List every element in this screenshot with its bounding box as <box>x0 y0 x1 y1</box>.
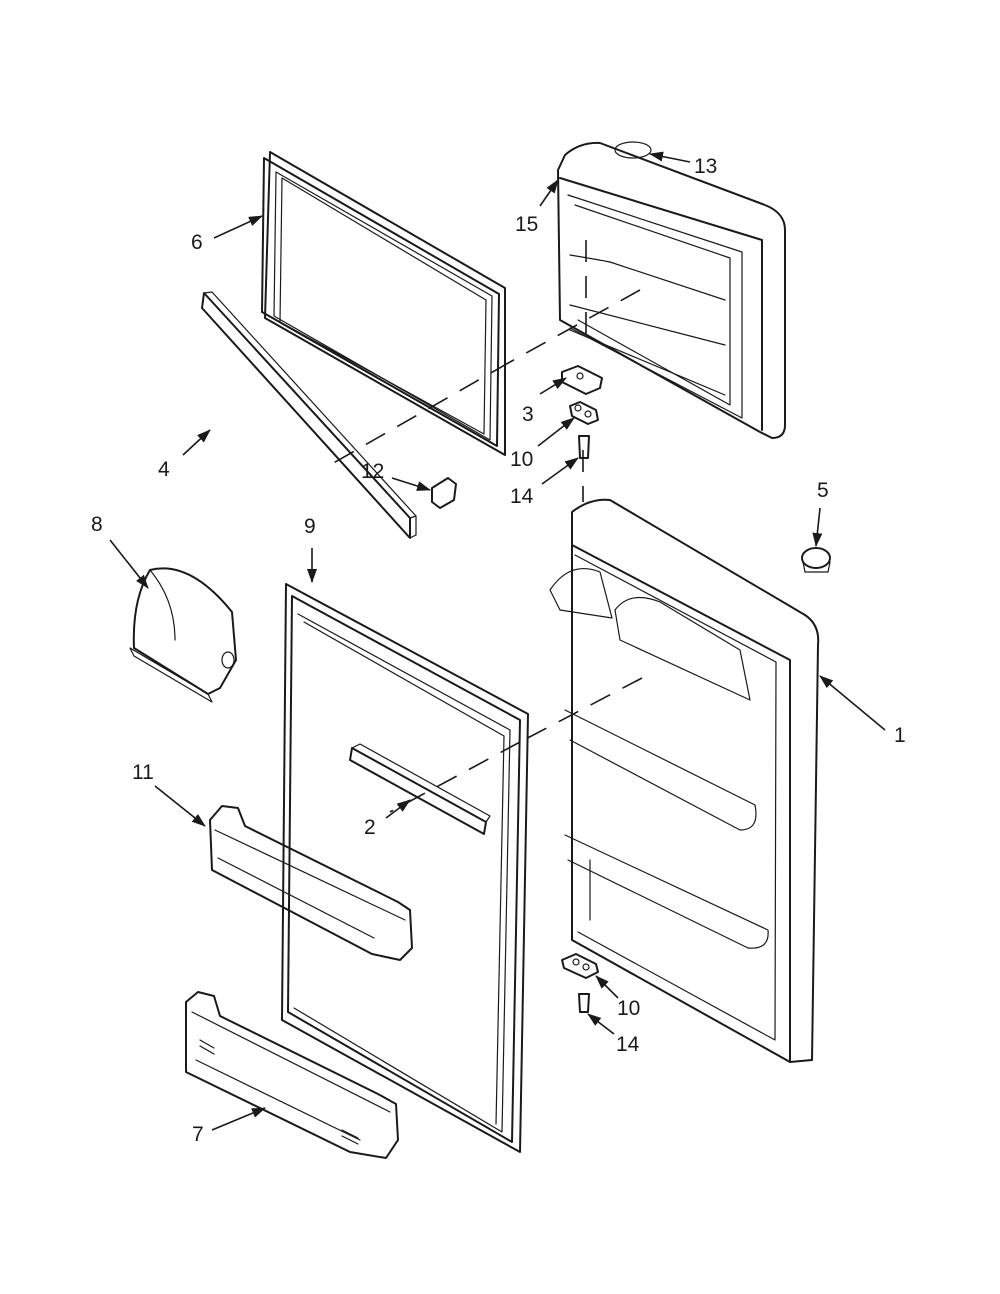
callout-1: 1 <box>894 724 906 747</box>
hinge-plate-part <box>561 365 603 395</box>
fresh-food-gasket-part <box>281 583 529 1153</box>
freezer-gasket-part <box>261 151 506 456</box>
callout-8: 8 <box>91 513 103 536</box>
cap-part <box>801 547 831 573</box>
door-strip-part <box>201 291 417 539</box>
callout-4: 4 <box>158 458 170 481</box>
callout-14-top: 14 <box>510 485 534 508</box>
fresh-food-door-part <box>549 498 820 1063</box>
screw-top-part <box>578 435 590 459</box>
callout-5: 5 <box>817 479 829 502</box>
clip-part <box>431 477 457 509</box>
callout-3: 3 <box>522 403 534 426</box>
callout-10-bottom: 10 <box>617 997 640 1020</box>
callout-15: 15 <box>515 213 538 236</box>
callout-labels: 1 2 3 4 5 6 7 8 9 10 10 11 12 13 14 14 1… <box>91 155 906 1146</box>
dairy-cover-part <box>129 567 237 703</box>
hinge-bracket-top-part <box>569 401 599 425</box>
callout-2: 2 <box>364 816 376 839</box>
callout-13: 13 <box>694 155 717 178</box>
screw-bottom-part <box>578 993 590 1013</box>
leader-lines <box>109 151 886 1131</box>
callout-7: 7 <box>192 1123 204 1146</box>
inner-strip-part <box>349 743 491 835</box>
door-bin-upper-part <box>209 805 413 961</box>
callout-6: 6 <box>191 231 203 254</box>
freezer-door-part <box>557 141 786 439</box>
callout-14-bottom: 14 <box>616 1033 640 1056</box>
hinge-bracket-bottom-part <box>561 953 599 979</box>
callout-12: 12 <box>361 460 384 483</box>
callout-10-top: 10 <box>510 448 533 471</box>
door-bin-lower-part <box>185 991 399 1159</box>
callout-9: 9 <box>304 515 316 538</box>
callout-11: 11 <box>132 761 154 784</box>
